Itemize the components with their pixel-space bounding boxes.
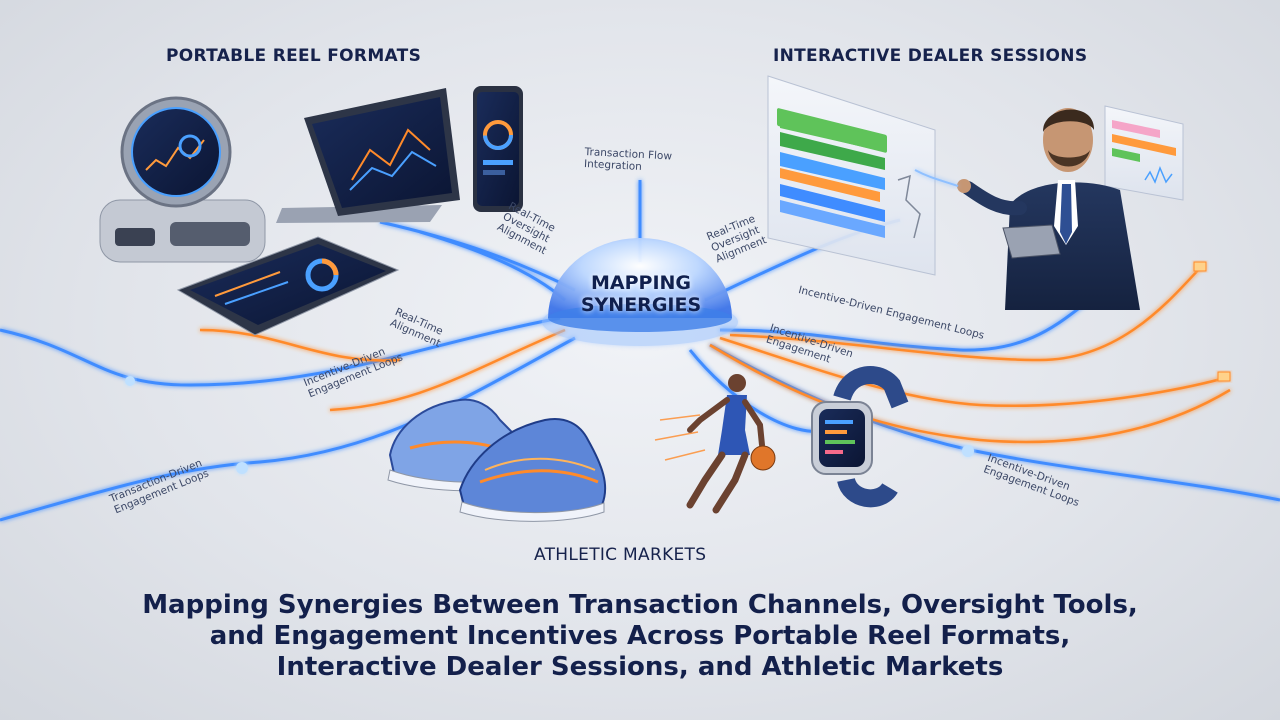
orange-line-left: [329, 328, 566, 412]
flat-tablet-device: [176, 236, 400, 336]
smartwatch-illustration: [811, 366, 909, 508]
flow-node: [1193, 261, 1207, 272]
flow-line-tablet: [379, 220, 576, 292]
standing-tablet-device: [276, 88, 460, 223]
flow-line-left-upper: [0, 316, 561, 387]
flow-line-tablet-2: [419, 230, 566, 302]
dealer-dashboard-panel: [767, 75, 936, 276]
flow-line-watch: [688, 349, 831, 433]
sneakers-illustration: [387, 398, 607, 522]
flow-label-transaction-flow: Transaction Flow Integration: [584, 146, 673, 175]
section-title-portable-reel-formats: PORTABLE REEL FORMATS: [166, 46, 422, 66]
flow-node: [962, 445, 974, 457]
reel-kiosk-device: [99, 96, 266, 263]
flow-node: [1217, 371, 1231, 382]
orange-line-tablet: [199, 328, 401, 362]
section-title-interactive-dealer-sessions: INTERACTIVE DEALER SESSIONS: [773, 46, 1088, 66]
blue-flow-lines: [0, 179, 1280, 522]
hub-label: MAPPING SYNERGIES: [560, 272, 722, 316]
hub-label-line-2: SYNERGIES: [580, 294, 702, 316]
phone-device: [473, 86, 523, 212]
dealer-presenter: [914, 108, 1140, 310]
orange-flow-lines: [199, 267, 1231, 444]
flow-node: [236, 462, 248, 474]
headline-line-2: and Engagement Incentives Across Portabl…: [209, 621, 1071, 651]
dealer-chart-panel: [1104, 105, 1184, 201]
hub-label-line-1: MAPPING: [590, 272, 692, 294]
section-title-athletic-markets: ATHLETIC MARKETS: [534, 545, 707, 565]
flow-nodes: [125, 261, 1231, 474]
basketball-player-illustration: [654, 374, 776, 514]
headline: Mapping Synergies Between Transaction Ch…: [40, 590, 1240, 683]
flow-line-right-upper: [719, 298, 1091, 352]
flow-line-left-lower: [0, 336, 576, 522]
orange-line-right-mid: [719, 336, 1226, 408]
headline-line-3: Interactive Dealer Sessions, and Athleti…: [276, 652, 1004, 682]
flow-node: [125, 376, 135, 386]
hub-dome: [542, 238, 738, 346]
orange-line-right-low: [709, 343, 1231, 444]
headline-line-1: Mapping Synergies Between Transaction Ch…: [142, 590, 1138, 620]
orange-line-right-top: [729, 267, 1201, 362]
